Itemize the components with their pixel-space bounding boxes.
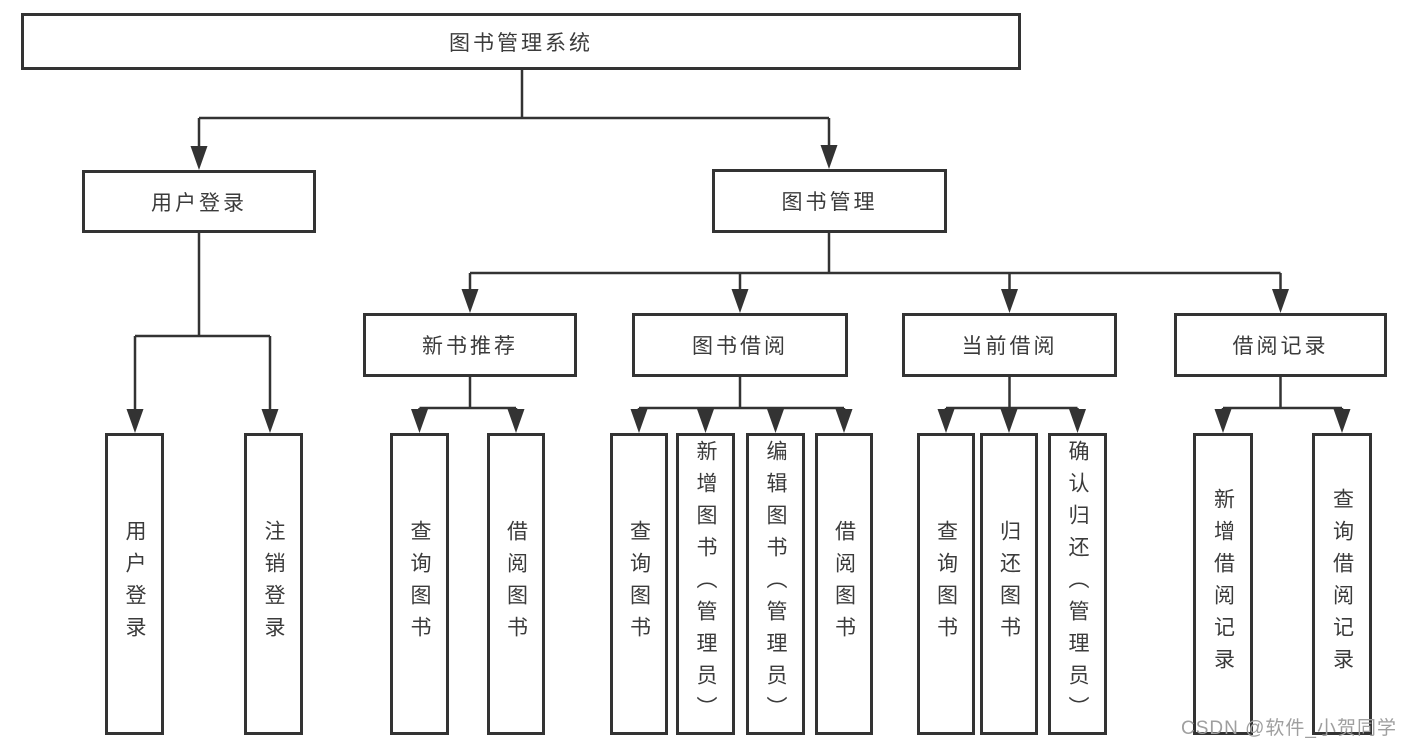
leaf-label: 新增图书（管理员）	[694, 440, 717, 728]
node-book-management: 图书管理	[712, 169, 947, 233]
leaf-label: 查询图书	[627, 520, 651, 648]
node-borrow-records: 借阅记录	[1174, 313, 1387, 377]
leaf-add-borrow-record: 新增借阅记录	[1193, 433, 1253, 735]
arrowheads	[126, 145, 1351, 433]
leaf-label: 借阅图书	[504, 520, 528, 648]
leaf-label: 借阅图书	[832, 520, 856, 648]
leaf-borrow-books: 借阅图书	[815, 433, 873, 735]
leaf-borrow-books-recommend: 借阅图书	[487, 433, 545, 735]
leaf-label: 查询图书	[408, 520, 431, 648]
leaf-query-books-borrow: 查询图书	[610, 433, 668, 735]
leaf-query-books-current: 查询图书	[917, 433, 975, 735]
node-new-book-recommend: 新书推荐	[363, 313, 577, 377]
node-root: 图书管理系统	[21, 13, 1021, 70]
leaf-add-books-admin: 新增图书（管理员）	[676, 433, 735, 735]
leaf-label: 确认归还（管理员）	[1066, 440, 1089, 728]
watermark-text: CSDN @软件_小贺同学	[1181, 718, 1397, 739]
leaf-label: 归还图书	[997, 520, 1021, 648]
leaf-edit-books-admin: 编辑图书（管理员）	[746, 433, 805, 735]
leaf-query-borrow-record: 查询借阅记录	[1312, 433, 1372, 735]
leaf-label: 新增借阅记录	[1211, 488, 1235, 680]
leaf-confirm-return-admin: 确认归还（管理员）	[1048, 433, 1107, 735]
leaf-label: 用户登录	[123, 520, 146, 648]
node-current-borrow: 当前借阅	[902, 313, 1117, 377]
leaf-return-books: 归还图书	[980, 433, 1038, 735]
leaf-label: 查询图书	[934, 520, 958, 648]
leaf-query-books-recommend: 查询图书	[390, 433, 449, 735]
node-user-login: 用户登录	[82, 170, 316, 233]
node-book-borrow: 图书借阅	[632, 313, 848, 377]
leaf-logout: 注销登录	[244, 433, 303, 735]
leaf-label: 查询借阅记录	[1330, 488, 1354, 680]
leaf-label: 注销登录	[262, 520, 285, 648]
leaf-user-login: 用户登录	[105, 433, 164, 735]
leaf-label: 编辑图书（管理员）	[764, 440, 787, 728]
